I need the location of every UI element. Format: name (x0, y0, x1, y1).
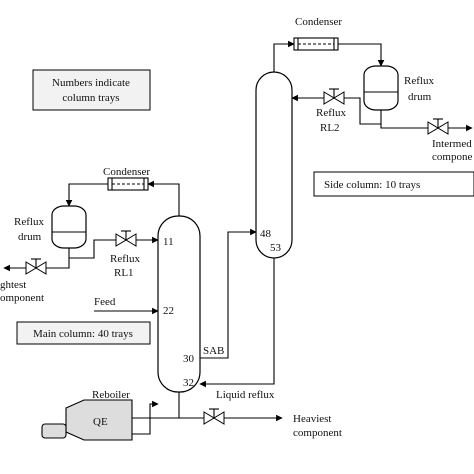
main-condenser (107, 177, 149, 191)
qe-label: QE (93, 416, 108, 428)
tray-11-label: 11 (163, 236, 174, 248)
valve-intermediate (427, 118, 449, 135)
sab-label: SAB (203, 345, 224, 357)
heaviest-label-1: Heaviest (293, 413, 331, 425)
valve-rl1 (115, 230, 137, 247)
side-condenser-label: Condenser (295, 16, 342, 28)
main-reflux-drum-label-2: drum (18, 231, 42, 243)
reflux-rl2-label-1: Reflux (316, 107, 346, 119)
side-reflux-drum (363, 65, 399, 111)
heaviest-label-2: component (293, 427, 342, 439)
lightest-label-2: omponent (0, 292, 44, 304)
tray-note-line-1: Numbers indicate (52, 77, 130, 89)
side-column-label: Side column: 10 trays (324, 179, 420, 191)
reboiler-label: Reboiler (92, 389, 130, 401)
tray-22-label: 22 (163, 305, 174, 317)
feed-label: Feed (94, 296, 116, 308)
lightest-label-1: ghtest (0, 279, 26, 291)
tray-30-label: 30 (183, 353, 195, 365)
valve-rl2 (323, 88, 345, 105)
tray-note-line-2: column trays (62, 92, 119, 104)
side-reflux-drum-label-1: Reflux (404, 75, 434, 87)
valve-lightest (25, 258, 47, 275)
tray-32-label: 32 (183, 377, 194, 389)
side-column-label-box: Side column: 10 trays (313, 171, 474, 197)
main-condenser-label: Condenser (103, 166, 150, 178)
liquid-reflux-label: Liquid reflux (216, 389, 275, 401)
reflux-rl2-label-2: RL2 (320, 122, 340, 134)
reboiler (41, 399, 133, 441)
tray-53-label: 53 (270, 242, 282, 254)
tray-48-label: 48 (260, 228, 272, 240)
valve-heaviest (203, 408, 225, 425)
intermediate-label-1: Intermed (432, 138, 472, 150)
tray-note-box: Numbers indicate column trays (32, 69, 151, 111)
reflux-rl1-label-2: RL1 (114, 267, 134, 279)
main-reflux-drum-label-1: Reflux (14, 216, 44, 228)
main-column-label: Main column: 40 trays (33, 328, 133, 340)
main-column-label-box: Main column: 40 trays (16, 321, 151, 345)
side-reflux-drum-label-2: drum (408, 91, 432, 103)
side-condenser (293, 37, 339, 51)
intermediate-label-2: compone (432, 151, 472, 163)
main-reflux-drum (51, 205, 87, 249)
reflux-rl1-label-1: Reflux (110, 253, 140, 265)
